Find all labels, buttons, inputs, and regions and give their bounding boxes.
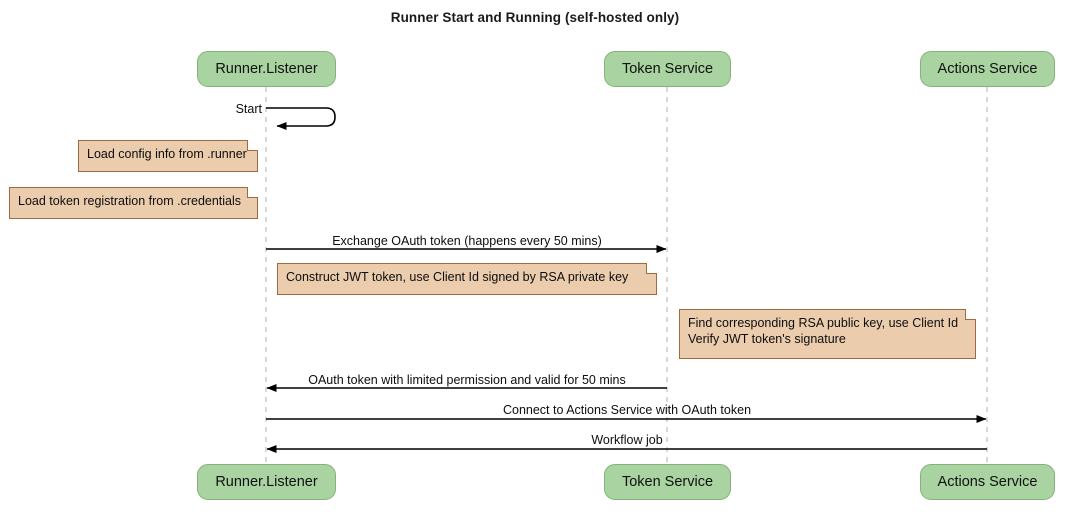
note-construct-jwt: Construct JWT token, use Client Id signe… — [277, 263, 657, 295]
note-text: Find corresponding RSA public key, use C… — [688, 316, 959, 346]
page-title: Runner Start and Running (self-hosted on… — [390, 10, 680, 25]
note-load-config: Load config info from .runner — [78, 140, 258, 172]
participant-label: Actions Service — [937, 474, 1038, 490]
msg-exchange-oauth-token-label: Exchange OAuth token (happens every 50 m… — [332, 234, 602, 248]
participant-label: Token Service — [621, 474, 714, 490]
lifelines-group — [265, 87, 988, 464]
note-text: Load config info from .runner — [87, 147, 247, 161]
participant-token-top[interactable]: Token Service — [604, 51, 731, 87]
note-verify-jwt: Find corresponding RSA public key, use C… — [679, 309, 976, 359]
note-text: Construct JWT token, use Client Id signe… — [286, 270, 629, 284]
participant-label: Actions Service — [937, 61, 1038, 77]
note-fold-corner-icon — [247, 140, 258, 151]
note-fold-corner-icon — [965, 309, 976, 320]
participant-label: Runner.Listener — [215, 61, 318, 77]
note-fold-corner-icon — [646, 263, 657, 274]
note-load-token: Load token registration from .credential… — [9, 187, 258, 219]
msg-workflow-job-label: Workflow job — [591, 433, 663, 447]
participant-actions-bottom[interactable]: Actions Service — [920, 464, 1055, 500]
msg-oauth-token-return-label: OAuth token with limited permission and … — [308, 373, 626, 387]
participant-actions-top[interactable]: Actions Service — [920, 51, 1055, 87]
msg-start-label: Start — [235, 102, 262, 116]
msg-start-path — [266, 107, 336, 130]
participant-runner-bottom[interactable]: Runner.Listener — [197, 464, 336, 500]
participant-label: Runner.Listener — [215, 474, 318, 490]
msg-connect-actions-label: Connect to Actions Service with OAuth to… — [502, 403, 752, 417]
participant-label: Token Service — [621, 61, 714, 77]
participant-token-bottom[interactable]: Token Service — [604, 464, 731, 500]
message-arrows-group — [266, 107, 987, 453]
note-fold-corner-icon — [247, 187, 258, 198]
participant-runner-top[interactable]: Runner.Listener — [197, 51, 336, 87]
note-text: Load token registration from .credential… — [18, 194, 242, 208]
